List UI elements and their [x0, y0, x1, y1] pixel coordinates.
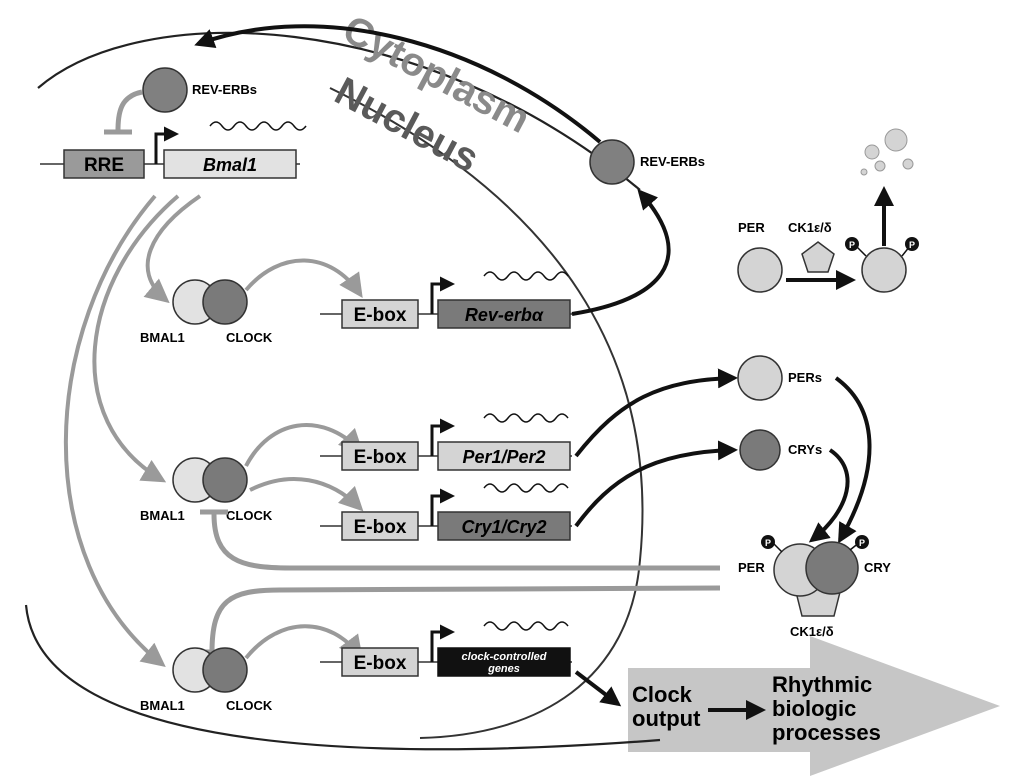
rev-erba-gene-box [437, 299, 571, 329]
bmal1-mrna-wave [209, 121, 307, 131]
ccg-mrna-wave [483, 621, 569, 631]
per-cry-repression-line [211, 513, 720, 571]
per-gene-label: Per1/Per2 [462, 447, 545, 467]
rev-erba-gene-label: Rev-erbα [465, 305, 544, 325]
dimer2-to-cry-arrow [249, 477, 364, 512]
inset-phospho-marker-right [905, 237, 919, 251]
rhythmic-line3: processes [772, 720, 881, 745]
cry-complex-protein [805, 541, 859, 595]
ccg-gene-box [437, 647, 571, 677]
bmal1-gene-box [163, 149, 297, 179]
cry-complex-label: CRY [864, 560, 891, 575]
bmal1-gene-label: Bmal1 [203, 155, 257, 175]
rre-box [63, 149, 145, 179]
ccg-tss-arrow [430, 624, 455, 662]
cry-gene-box [437, 511, 571, 541]
bmal1-to-dimer2-arrow [92, 194, 180, 483]
cry-gene-label: Cry1/Cry2 [461, 517, 546, 537]
bmal1-tss-arrow [154, 126, 179, 164]
pers-protein [737, 355, 783, 401]
rev-erbs-nuclear-label: REV-ERBs [192, 82, 257, 97]
ccg-gene-label-2: genes [487, 663, 520, 675]
ebox-label-4: E-box [354, 653, 407, 674]
dimer1-to-ebox-arrow [244, 258, 363, 298]
clock-protein-2 [202, 457, 248, 503]
inset-per-label: PER [738, 220, 765, 235]
ccg-to-output-arrow [574, 670, 622, 707]
rhythmic-line1: Rhythmic [772, 672, 872, 697]
bmal1-label-3: BMAL1 [140, 698, 185, 713]
rhythmic-line2: biologic [772, 696, 856, 721]
per-cry-repression-line-3 [209, 585, 721, 653]
rev-erbs-cytoplasmic-label: REV-ERBs [640, 154, 705, 169]
bmal1-label-1: BMAL1 [140, 330, 185, 345]
ebox-box-2 [341, 441, 419, 471]
dimer2-to-per-arrow [244, 423, 364, 467]
cry-phospho-label: P [859, 538, 865, 548]
nucleus-membrane [329, 87, 644, 739]
cry-phospho-marker [855, 535, 869, 549]
clock-protein-1 [202, 279, 248, 325]
pers-label: PERs [788, 370, 822, 385]
clock-label-3: CLOCK [226, 698, 273, 713]
pers-to-complex-arrow [834, 376, 872, 544]
ck1-complex-label: CK1ε/δ [790, 624, 834, 639]
clock-label-1: CLOCK [226, 330, 273, 345]
rev-erba-mrna-wave [483, 271, 569, 281]
clock-label-2: CLOCK [226, 508, 273, 523]
rre-label: RRE [84, 155, 124, 176]
inset-ck1-pentagon [801, 241, 835, 273]
per-phospho-label: P [765, 538, 771, 548]
per-mrna-wave [483, 413, 569, 423]
per-phospho-marker [761, 535, 775, 549]
inset-per-protein [737, 247, 783, 293]
ccg-gene-label-1: clock-controlled [462, 651, 547, 663]
rev-erbs-repression [115, 89, 143, 131]
crys-to-complex-arrow [808, 448, 850, 543]
cry-tss-arrow [430, 488, 455, 526]
dimer3-to-ebox-arrow [244, 624, 363, 660]
inset-ck1-label: CK1ε/δ [788, 220, 832, 235]
ebox-box-4 [341, 647, 419, 677]
cell-membrane [37, 31, 641, 191]
per-tss-arrow [430, 418, 455, 456]
clock-output-line1: Clock [632, 682, 693, 707]
per-gene-box [437, 441, 571, 471]
ebox-box-3 [341, 511, 419, 541]
ebox-box-1 [341, 299, 419, 329]
rev-erbs-import-arrow [194, 24, 602, 144]
clock-output-line2: output [632, 706, 701, 731]
ebox-label-3: E-box [354, 517, 407, 538]
rev-erba-tss-arrow [430, 276, 455, 314]
rev-erbs-nuclear [142, 67, 188, 113]
ebox-label-1: E-box [354, 305, 407, 326]
ebox-label-2: E-box [354, 447, 407, 468]
inset-phospho-label-right: P [909, 240, 915, 250]
output-arrow [628, 636, 1000, 776]
bmal1-to-dimer1-arrow [143, 194, 202, 304]
inset-phospho-label-left: P [849, 240, 855, 250]
per-complex-label: PER [738, 560, 765, 575]
cry-export-arrow [574, 440, 738, 528]
inset-degradation-fragments [860, 128, 914, 176]
clock-protein-3 [202, 647, 248, 693]
per-export-arrow [574, 368, 738, 458]
crys-label: CRYs [788, 442, 822, 457]
crys-protein [739, 429, 781, 471]
bmal1-to-dimer3-arrow [63, 194, 166, 667]
cell-membrane-bottom [24, 604, 661, 751]
rev-erbs-cytoplasmic [589, 139, 635, 185]
bmal1-label-2: BMAL1 [140, 508, 185, 523]
inset-phospho-per [861, 247, 907, 293]
inset-phospho-marker-left [845, 237, 859, 251]
cry-mrna-wave [483, 483, 569, 493]
rev-erba-export-arrow [571, 188, 671, 316]
